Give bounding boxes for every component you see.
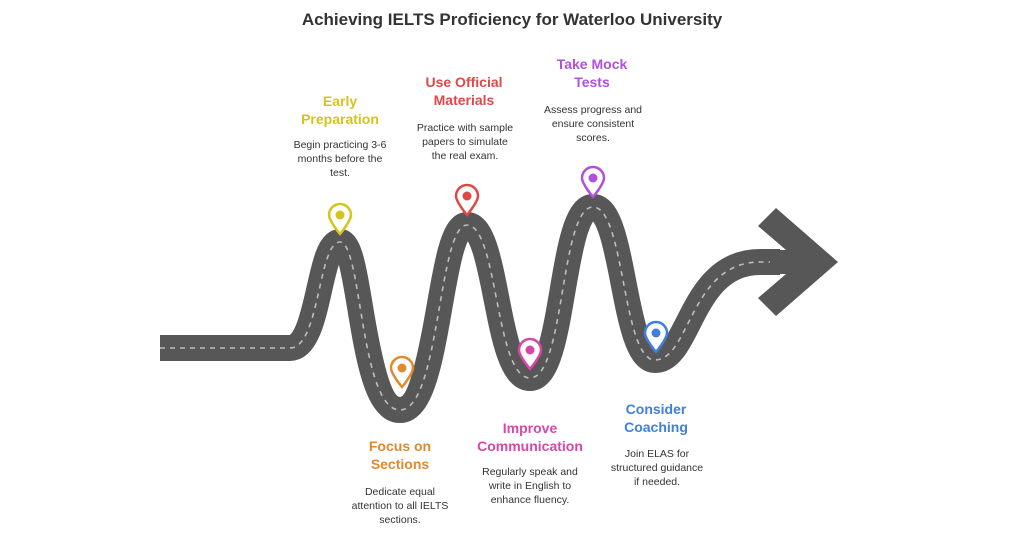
page-title: Achieving IELTS Proficiency for Waterloo… <box>301 10 723 29</box>
road-body <box>160 194 780 423</box>
map-pin-icon-focus-on-sections <box>389 355 415 389</box>
map-pin-icon-consider-coaching <box>643 320 669 354</box>
map-pin-icon-take-mock-tests <box>580 165 606 199</box>
map-pin-icon-improve-communication <box>517 337 543 371</box>
map-pin-icon-early-preparation <box>327 202 353 236</box>
map-pin-icon-use-official-materials <box>454 183 480 217</box>
road-arrowhead <box>758 208 838 316</box>
